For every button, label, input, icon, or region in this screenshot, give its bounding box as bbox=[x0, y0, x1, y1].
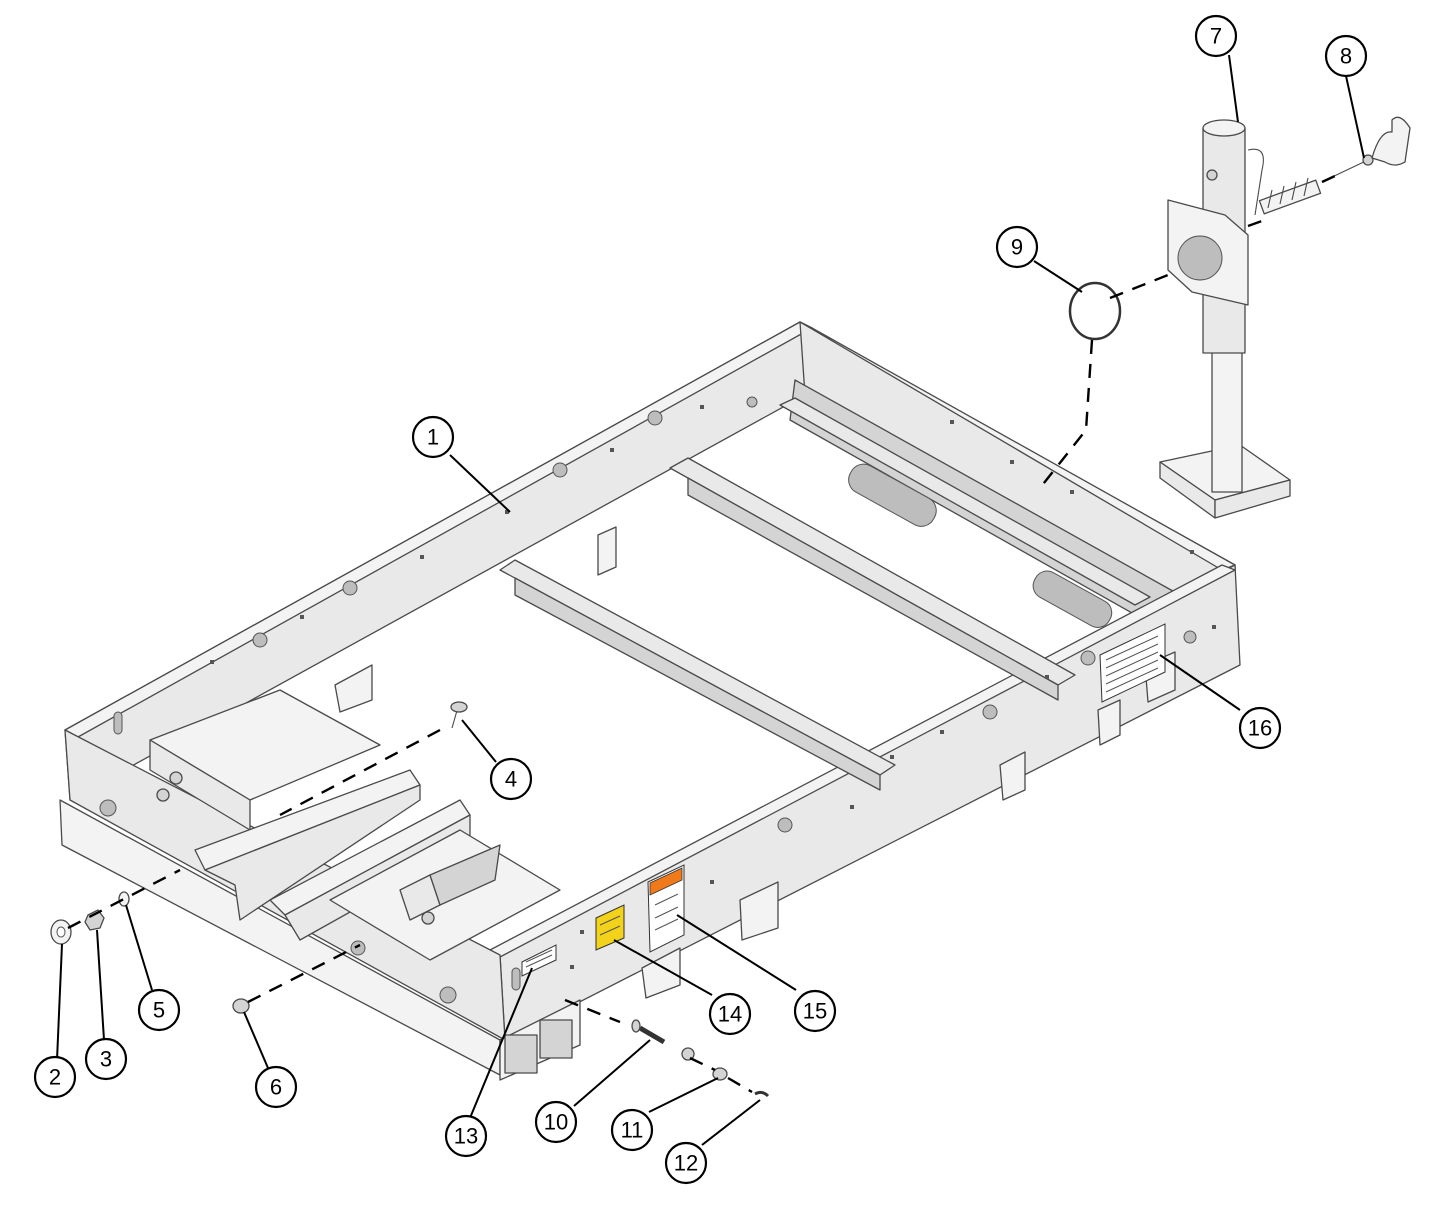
hole bbox=[1183, 630, 1197, 644]
callout-label: 10 bbox=[544, 1110, 568, 1135]
cross-member-3 bbox=[779, 397, 1151, 606]
hole bbox=[982, 704, 998, 720]
nut-6 bbox=[232, 998, 250, 1014]
callout-16: 16 bbox=[1238, 706, 1282, 750]
hole bbox=[252, 632, 268, 648]
callout-3: 3 bbox=[84, 1037, 128, 1081]
callout-label: 13 bbox=[454, 1124, 478, 1149]
callout-label: 1 bbox=[427, 425, 439, 450]
callout-14: 14 bbox=[708, 992, 752, 1036]
bracket-angle-1-face bbox=[204, 784, 421, 921]
spacer bbox=[681, 1047, 695, 1061]
callout-5: 5 bbox=[137, 988, 181, 1032]
slot-upper bbox=[848, 463, 937, 527]
callout-7: 7 bbox=[1194, 14, 1238, 58]
callout-11: 11 bbox=[610, 1108, 654, 1152]
hole bbox=[342, 580, 358, 596]
hole bbox=[746, 396, 758, 408]
jack-spring-pin bbox=[1258, 177, 1322, 215]
decal-13 bbox=[521, 944, 557, 977]
cross-member-2-face bbox=[687, 477, 1059, 701]
hole bbox=[1080, 650, 1096, 666]
frame-assembly bbox=[59, 321, 1241, 1081]
callout-2: 2 bbox=[33, 1055, 77, 1099]
decal-15-warning bbox=[647, 864, 685, 953]
tab-5 bbox=[999, 751, 1026, 801]
callout-label: 12 bbox=[674, 1151, 698, 1176]
callout-12: 12 bbox=[664, 1141, 708, 1185]
jack-top-cap bbox=[1202, 119, 1246, 137]
bolt-4 bbox=[450, 701, 468, 729]
nut-11 bbox=[712, 1067, 728, 1081]
hole bbox=[552, 462, 568, 478]
callout-9: 9 bbox=[995, 225, 1039, 269]
callout-label: 15 bbox=[803, 999, 827, 1024]
cotter-12 bbox=[754, 1090, 770, 1098]
fork-pocket-right bbox=[539, 1019, 573, 1059]
washer-2 bbox=[50, 919, 72, 945]
decal-16-instruction bbox=[1099, 623, 1166, 703]
leader-lines bbox=[56, 54, 1365, 1146]
callout-label: 9 bbox=[1011, 235, 1023, 260]
jack-mount-hole bbox=[1177, 235, 1223, 281]
callout-13: 13 bbox=[444, 1114, 488, 1158]
jack-inner-tube bbox=[1211, 339, 1243, 493]
hole bbox=[439, 986, 457, 1004]
hole bbox=[647, 410, 663, 426]
jack-foot-front bbox=[1214, 479, 1291, 519]
callout-8: 8 bbox=[1324, 34, 1368, 78]
slot-lower bbox=[1032, 570, 1113, 628]
callout-label: 8 bbox=[1340, 44, 1352, 69]
callout-15: 15 bbox=[793, 989, 837, 1033]
callout-label: 3 bbox=[100, 1047, 112, 1072]
retaining-ring bbox=[1068, 281, 1122, 341]
callout-label: 5 bbox=[153, 998, 165, 1023]
explode-lines bbox=[67, 174, 1336, 1094]
hole bbox=[99, 799, 117, 817]
hole bbox=[777, 817, 793, 833]
callout-label: 7 bbox=[1210, 24, 1222, 49]
callout-label: 11 bbox=[621, 1118, 644, 1143]
cross-member-1-face bbox=[514, 577, 881, 791]
decal-14-warning bbox=[595, 904, 625, 951]
tab-3 bbox=[739, 881, 779, 941]
fork-pocket-left bbox=[504, 1034, 538, 1074]
washer-5 bbox=[118, 891, 130, 907]
callout-6: 6 bbox=[254, 1065, 298, 1109]
clevis-pin bbox=[1329, 116, 1411, 179]
tab-2 bbox=[334, 664, 373, 713]
callout-label: 6 bbox=[270, 1075, 282, 1100]
callout-label: 16 bbox=[1248, 716, 1272, 741]
hole bbox=[350, 940, 366, 956]
jack-handle bbox=[1247, 148, 1264, 216]
tab-1 bbox=[597, 526, 617, 576]
nut-3 bbox=[84, 909, 105, 931]
tab-6 bbox=[1097, 699, 1121, 746]
tab-4 bbox=[641, 947, 681, 999]
callout-label: 4 bbox=[505, 767, 517, 792]
jack-stand bbox=[1159, 116, 1411, 519]
callout-label: 14 bbox=[718, 1002, 742, 1027]
callout-label: 2 bbox=[49, 1065, 61, 1090]
callout-4: 4 bbox=[489, 757, 533, 801]
callout-1: 1 bbox=[411, 415, 455, 459]
cross-member-1 bbox=[499, 559, 896, 776]
cutout bbox=[429, 844, 501, 906]
callout-10: 10 bbox=[534, 1100, 578, 1144]
pin-10 bbox=[631, 1019, 666, 1045]
